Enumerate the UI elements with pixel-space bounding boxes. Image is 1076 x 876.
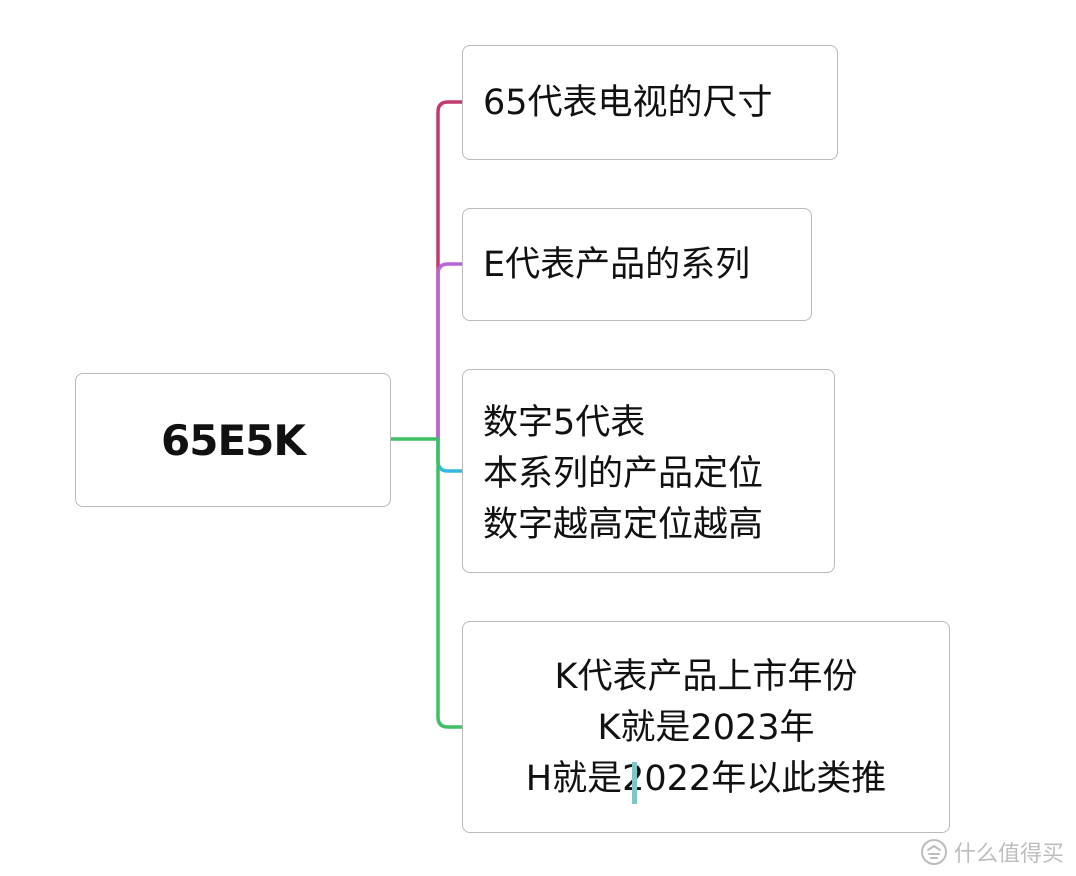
positioning-line-1: 数字5代表 — [483, 403, 646, 443]
smzdm-logo-icon — [920, 839, 947, 865]
child-node-positioning-text: 数字5代表 本系列的产品定位 数字越高定位越高 — [483, 398, 763, 551]
branch-connector-4 — [436, 437, 464, 729]
launch-year-line-3-wrap: H就是2022年以此类推 — [526, 754, 886, 805]
launch-year-line-2: K就是2023年 — [597, 708, 815, 748]
branch-connector-1 — [436, 100, 464, 441]
child-node-size[interactable]: 65代表电视的尺寸 — [462, 45, 838, 160]
positioning-line-3: 数字越高定位越高 — [483, 505, 764, 545]
branch-connector-2 — [436, 262, 464, 441]
root-node-label: 65E5K — [161, 415, 306, 465]
text-caret — [631, 762, 637, 804]
launch-year-line-1: K代表产品上市年份 — [554, 657, 858, 697]
branch-connector-3 — [436, 437, 464, 473]
watermark: 什么值得买 — [920, 836, 1064, 868]
watermark-text: 什么值得买 — [953, 842, 1064, 867]
child-node-series-text: E代表产品的系列 — [483, 244, 751, 285]
child-node-size-text: 65代表电视的尺寸 — [483, 82, 773, 123]
positioning-line-2: 本系列的产品定位 — [483, 454, 764, 494]
child-node-series[interactable]: E代表产品的系列 — [462, 208, 812, 321]
root-node[interactable]: 65E5K — [75, 373, 391, 507]
child-node-launch-year[interactable]: K代表产品上市年份 K就是2023年 H就是2022年以此类推 — [462, 621, 950, 833]
launch-year-line-3: H就是2022年以此类推 — [525, 759, 887, 799]
child-node-positioning[interactable]: 数字5代表 本系列的产品定位 数字越高定位越高 — [462, 369, 835, 573]
child-node-launch-year-text: K代表产品上市年份 K就是2023年 H就是2022年以此类推 — [463, 652, 949, 805]
